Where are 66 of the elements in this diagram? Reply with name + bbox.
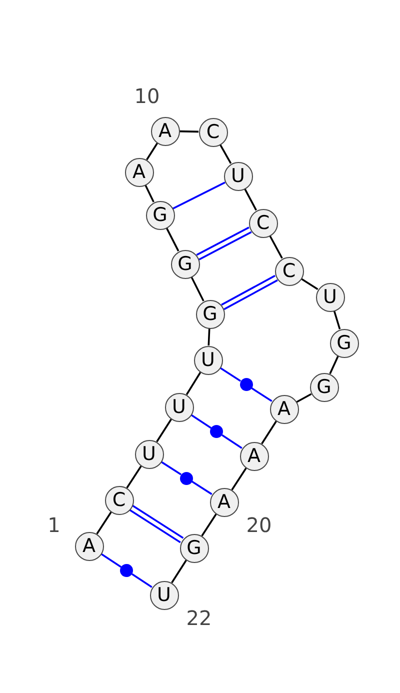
connector-line <box>172 182 226 210</box>
connector-line <box>166 228 180 252</box>
position-number: 1 <box>48 514 60 536</box>
connector-line <box>296 393 312 403</box>
connector-line <box>186 372 202 396</box>
nucleotide-circle: A <box>74 532 104 560</box>
connector-line <box>144 184 154 202</box>
nucleotide-circle: U <box>194 346 222 374</box>
nucleotide-circle: A <box>270 394 298 424</box>
connector-line <box>219 144 232 164</box>
connector-line <box>261 420 277 444</box>
connector-line <box>269 235 283 259</box>
connector-line <box>126 466 142 488</box>
connector-line <box>96 512 112 534</box>
connector-line <box>132 504 184 539</box>
position-number: 20 <box>246 514 272 536</box>
nucleotide-circle: U <box>224 162 252 190</box>
nucleotide-circle: A <box>240 442 268 470</box>
nucleotide-circle: U <box>316 282 344 312</box>
nucleotide-circle: G <box>196 300 224 328</box>
connector-line <box>221 434 242 449</box>
connector-line <box>208 328 210 346</box>
nucleotide-circle: G <box>330 328 358 358</box>
connector-line <box>131 573 152 588</box>
nucleotide-circle: A <box>124 158 154 186</box>
connector-line <box>146 142 158 160</box>
nucleotide-circle: C <box>198 118 228 146</box>
connector-line <box>196 226 250 256</box>
connector-line <box>179 130 199 133</box>
connector-line <box>224 279 278 310</box>
connector-line <box>300 278 318 290</box>
connector-line <box>100 553 122 568</box>
dot-marker <box>240 378 252 391</box>
nucleotide-circle: C <box>248 208 278 238</box>
dot-marker <box>120 564 133 577</box>
nucleotide-circle: G <box>180 534 208 562</box>
connector-line <box>190 276 204 302</box>
dot-marker <box>210 425 223 438</box>
connector-line <box>156 418 172 442</box>
position-number: 10 <box>134 85 160 107</box>
nucleotide-circle: U <box>134 440 164 468</box>
connector-line <box>201 514 217 536</box>
connector-line <box>198 231 252 260</box>
connector-line <box>220 367 242 382</box>
connector-line <box>250 387 272 402</box>
connector-line <box>171 560 187 584</box>
nucleotide-circle: C <box>274 256 304 286</box>
nucleotide-circle: G <box>310 372 338 402</box>
nucleotide-circle: G <box>146 200 174 230</box>
connector-line <box>333 310 341 330</box>
connector-line <box>129 509 181 544</box>
connector-line <box>244 188 257 211</box>
connector-line <box>221 274 276 306</box>
nucleotide-circle: G <box>170 250 200 278</box>
nucleotide-circle: C <box>104 486 134 514</box>
nucleotide-circle: A <box>150 116 180 146</box>
connector-line <box>329 356 339 374</box>
nucleotide-circle: U <box>164 392 194 422</box>
nucleotide-circle: U <box>150 580 178 610</box>
connector-line <box>231 468 247 490</box>
nucleotide-circle: A <box>210 488 238 516</box>
connector-line <box>190 414 212 429</box>
connector-line <box>160 461 182 476</box>
dot-marker <box>180 472 193 484</box>
connector-line <box>192 480 212 495</box>
position-number: 22 <box>186 607 212 629</box>
